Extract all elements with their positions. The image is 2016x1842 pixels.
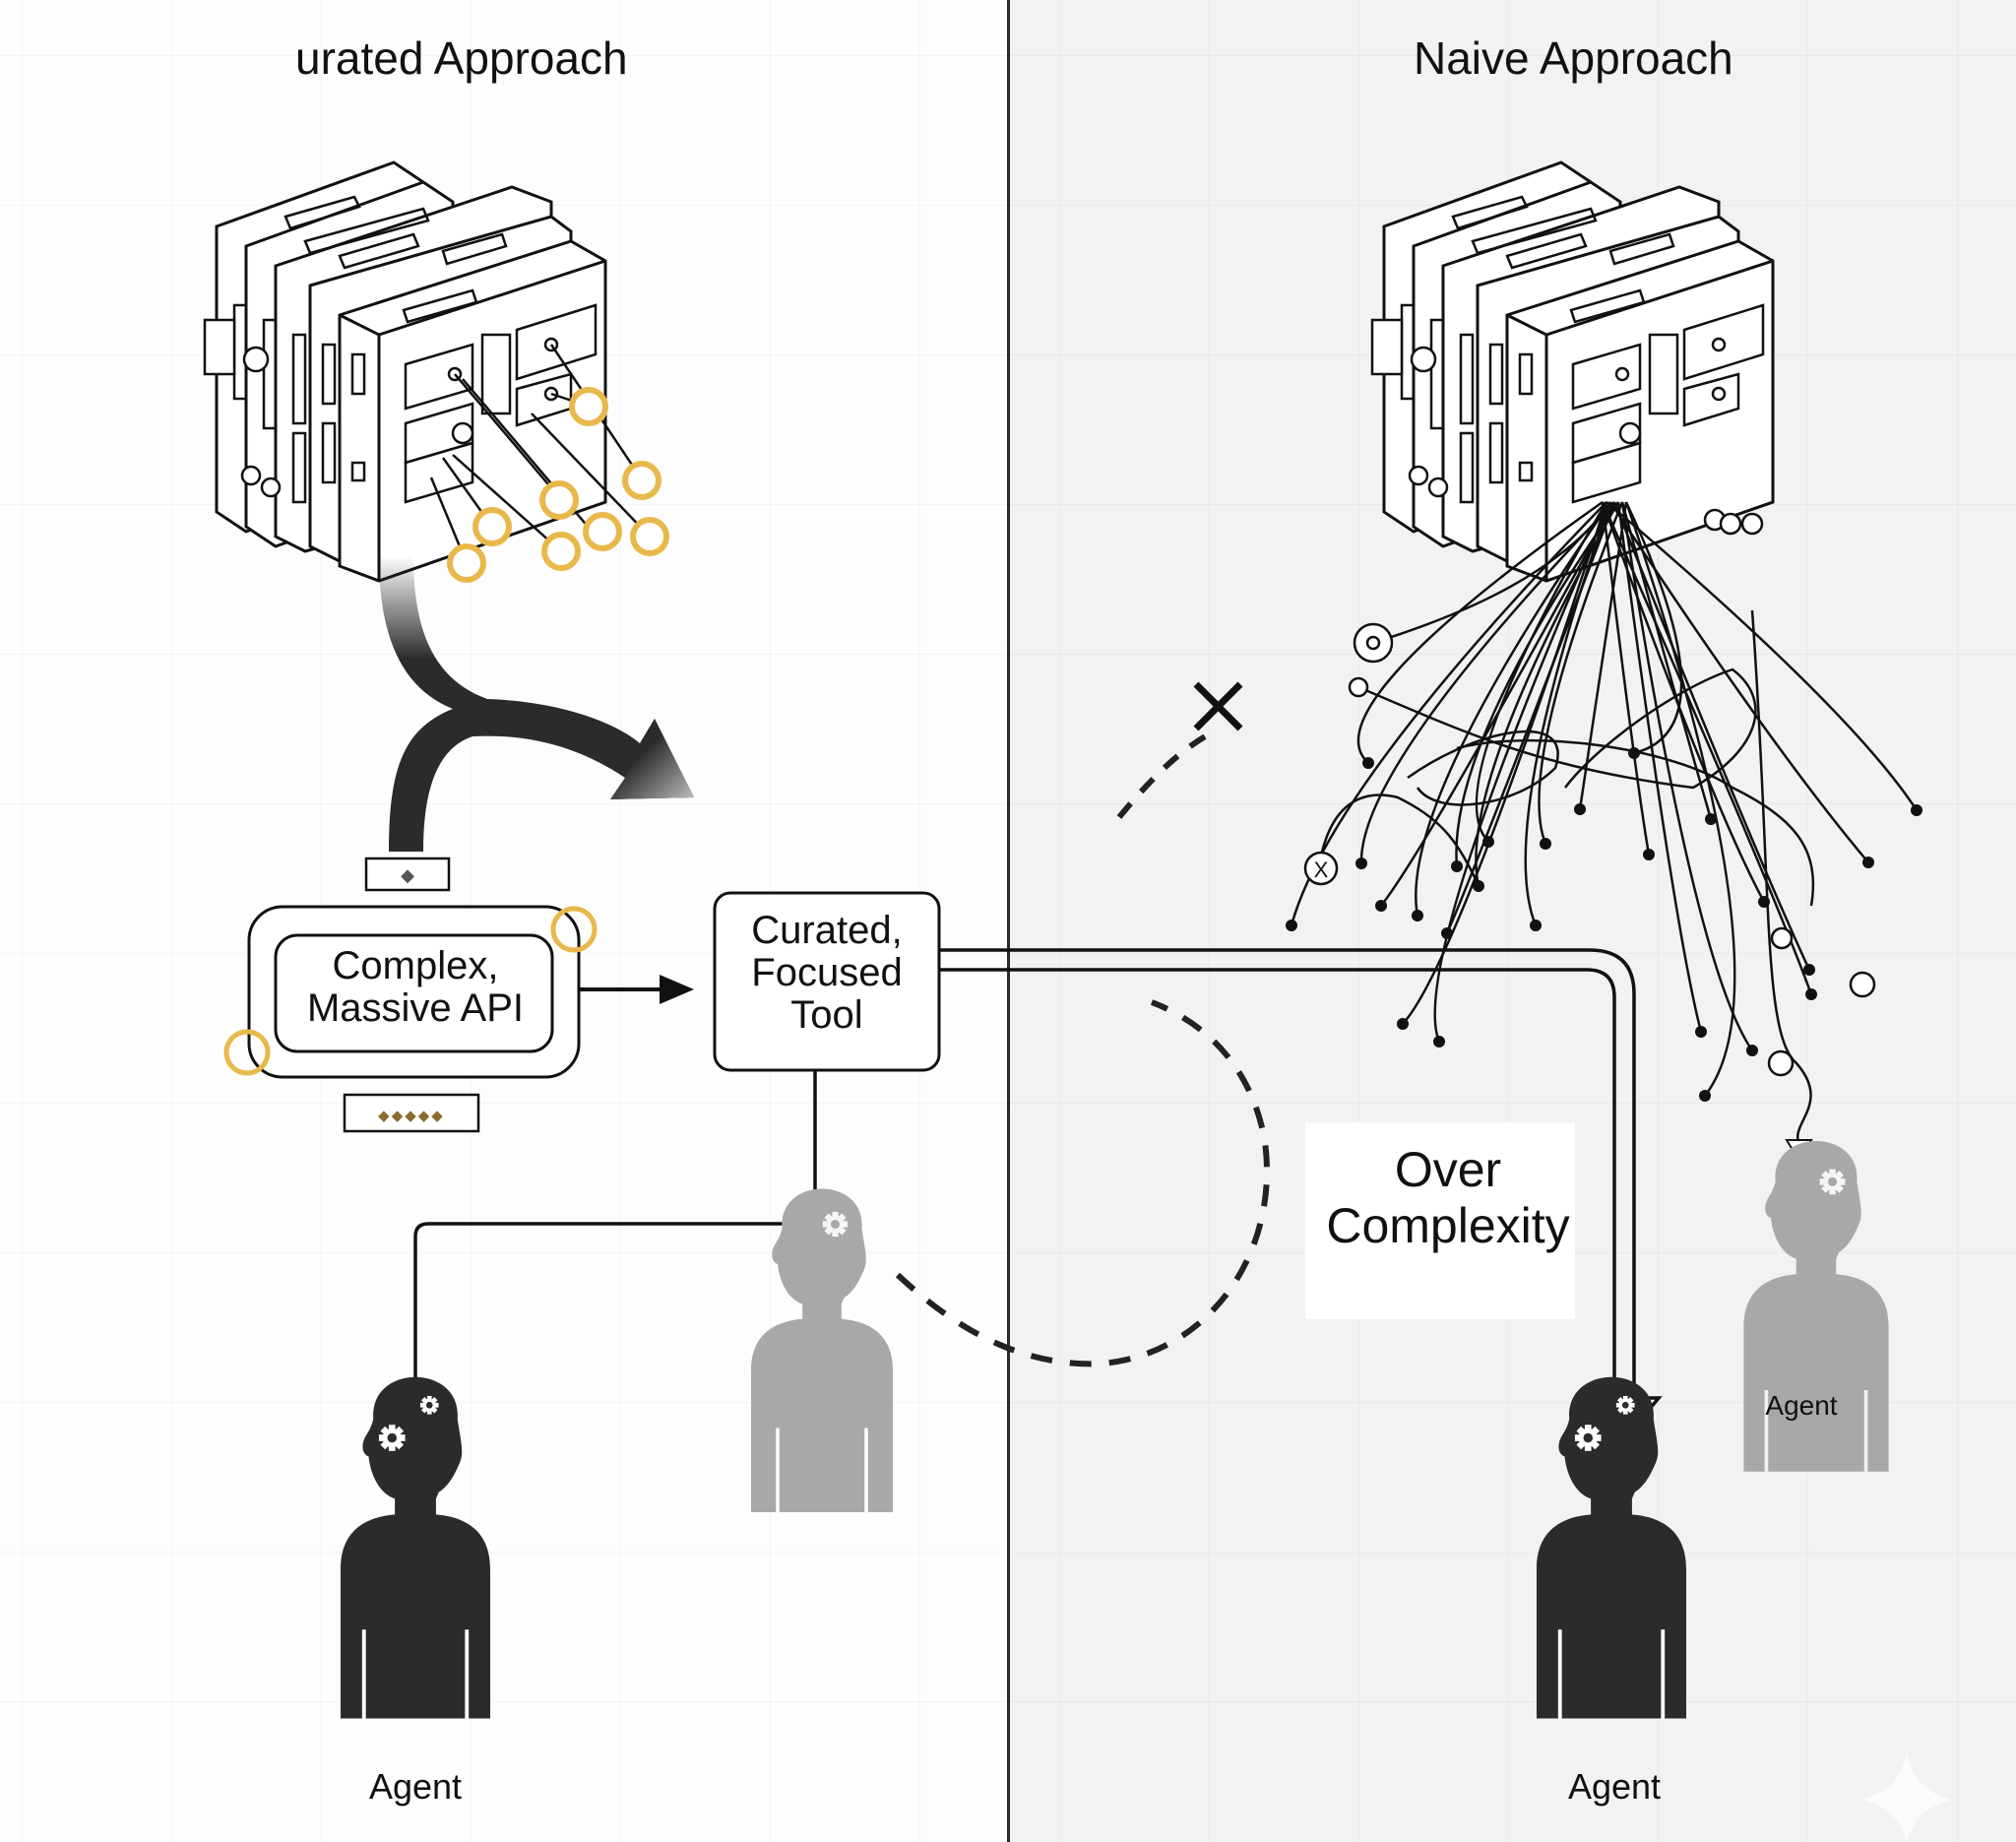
complex-api-label: Complex, Massive API xyxy=(278,944,553,1031)
over-complexity-callout xyxy=(1305,1122,1575,1319)
agent-label-left: Agent xyxy=(368,1766,463,1807)
api-bottom-tag-glyphs: ◆◆◆◆◆ xyxy=(378,1108,445,1124)
wire-markers xyxy=(1303,508,1876,1077)
tangled-wire xyxy=(1290,501,1607,926)
rejected-x-icon xyxy=(1193,681,1243,731)
wire-to-ghost-agent xyxy=(1750,609,1812,1143)
wire-endpoint xyxy=(1412,910,1423,921)
tangled-wire-loop xyxy=(1407,730,1559,806)
tangled-wire xyxy=(1538,501,1624,845)
tangled-wire xyxy=(1616,501,1703,1033)
tangled-wire xyxy=(1455,501,1620,867)
tangled-wire xyxy=(1601,501,1766,903)
tangled-wire xyxy=(1612,501,1811,971)
ghost-agent-label: Agent xyxy=(1765,1390,1838,1421)
tangled-wire xyxy=(1624,501,1736,1097)
tangled-wire xyxy=(1601,501,1813,995)
complex-api-line1: Complex, xyxy=(332,944,499,987)
dashed-arc xyxy=(895,999,1270,1367)
wire-endpoint xyxy=(1803,964,1815,976)
over-complexity-line1: Over xyxy=(1394,1142,1502,1197)
api-top-tag xyxy=(364,857,451,892)
wire-endpoint xyxy=(1441,927,1453,939)
wire-endpoint xyxy=(1574,803,1586,815)
wire-endpoint xyxy=(1628,747,1640,759)
wire-endpoint xyxy=(1451,860,1463,872)
wire-endpoint xyxy=(1911,804,1922,816)
wire-endpoint xyxy=(1286,920,1297,931)
naive-approach-title: Naive Approach xyxy=(1414,32,1733,84)
wire-endpoint xyxy=(1433,1036,1445,1048)
wire-endpoint xyxy=(1397,1018,1409,1030)
wire-endpoint xyxy=(1482,836,1494,848)
curated-approach-title: urated Approach xyxy=(295,32,628,84)
agent-icon-left xyxy=(341,1376,490,1719)
wire-endpoint xyxy=(1355,857,1367,869)
wire-endpoint xyxy=(1695,1026,1707,1038)
sparkle-icon xyxy=(1861,1754,1952,1842)
wire-endpoints xyxy=(1286,747,1922,1102)
curated-flow-arrow xyxy=(379,556,694,852)
api-to-tool-arrow xyxy=(579,975,694,1004)
wire-endpoint xyxy=(1805,988,1817,1000)
wire-endpoint xyxy=(1530,920,1542,931)
tangled-wire xyxy=(1475,501,1608,843)
curated-tool-line1: Curated, xyxy=(751,909,903,952)
panel-divider xyxy=(1007,0,1010,1842)
curated-tool-line3: Tool xyxy=(790,993,863,1038)
wire-endpoint xyxy=(1473,880,1484,892)
ghost-agent-icon-left xyxy=(751,1188,893,1513)
tangled-wire-loop xyxy=(1317,794,1480,887)
tangled-wire-loop xyxy=(1357,667,1757,790)
tangled-wire xyxy=(1620,501,1754,1051)
gold-connector-rings xyxy=(447,387,669,583)
agent-icon-right xyxy=(1537,1376,1686,1719)
tangled-wire-loop xyxy=(1372,511,1606,645)
wire-endpoint xyxy=(1375,900,1387,912)
tangled-wire-loop xyxy=(1456,738,1815,907)
wire-endpoint xyxy=(1643,849,1655,860)
complex-api-box xyxy=(223,905,598,1079)
tangled-wire xyxy=(1415,501,1612,917)
server-stack-icon-left xyxy=(203,160,607,583)
api-bottom-tag xyxy=(343,1093,480,1133)
tangled-wire xyxy=(1359,501,1615,864)
tangled-wire xyxy=(1445,501,1616,934)
circle-x-label: X xyxy=(1314,857,1329,882)
over-complexity-line2: Complexity xyxy=(1326,1197,1570,1253)
api-top-tag-glyph: ◆ xyxy=(401,865,414,885)
wire-endpoint xyxy=(1746,1045,1758,1056)
tangled-wire xyxy=(1578,501,1628,810)
dashed-arc-upper xyxy=(1116,728,1218,819)
tangled-wire xyxy=(1380,501,1616,907)
tangled-wire xyxy=(1601,501,1651,856)
wire-endpoint xyxy=(1705,813,1717,825)
tangled-wires xyxy=(1290,500,1919,1097)
wire-endpoint xyxy=(1362,757,1374,769)
agent-label-right: Agent xyxy=(1567,1766,1662,1807)
tangled-wire xyxy=(1433,501,1612,1043)
wire-endpoint xyxy=(1699,1090,1711,1102)
wire-endpoint xyxy=(1540,838,1551,850)
wire-endpoint xyxy=(1862,857,1874,868)
curated-tool-line2: Focused xyxy=(751,951,903,995)
complex-api-line2: Massive API xyxy=(306,986,525,1031)
tangled-wire xyxy=(1606,501,1919,811)
curated-tool-box xyxy=(713,891,941,1072)
tangled-wire xyxy=(1402,501,1608,1025)
over-complexity-label: Over Complexity xyxy=(1305,1142,1591,1253)
ghost-agent-icon-right xyxy=(1743,1141,1889,1472)
tangled-wire xyxy=(1356,500,1604,764)
curated-tool-label: Curated, Focused Tool xyxy=(716,909,938,1038)
